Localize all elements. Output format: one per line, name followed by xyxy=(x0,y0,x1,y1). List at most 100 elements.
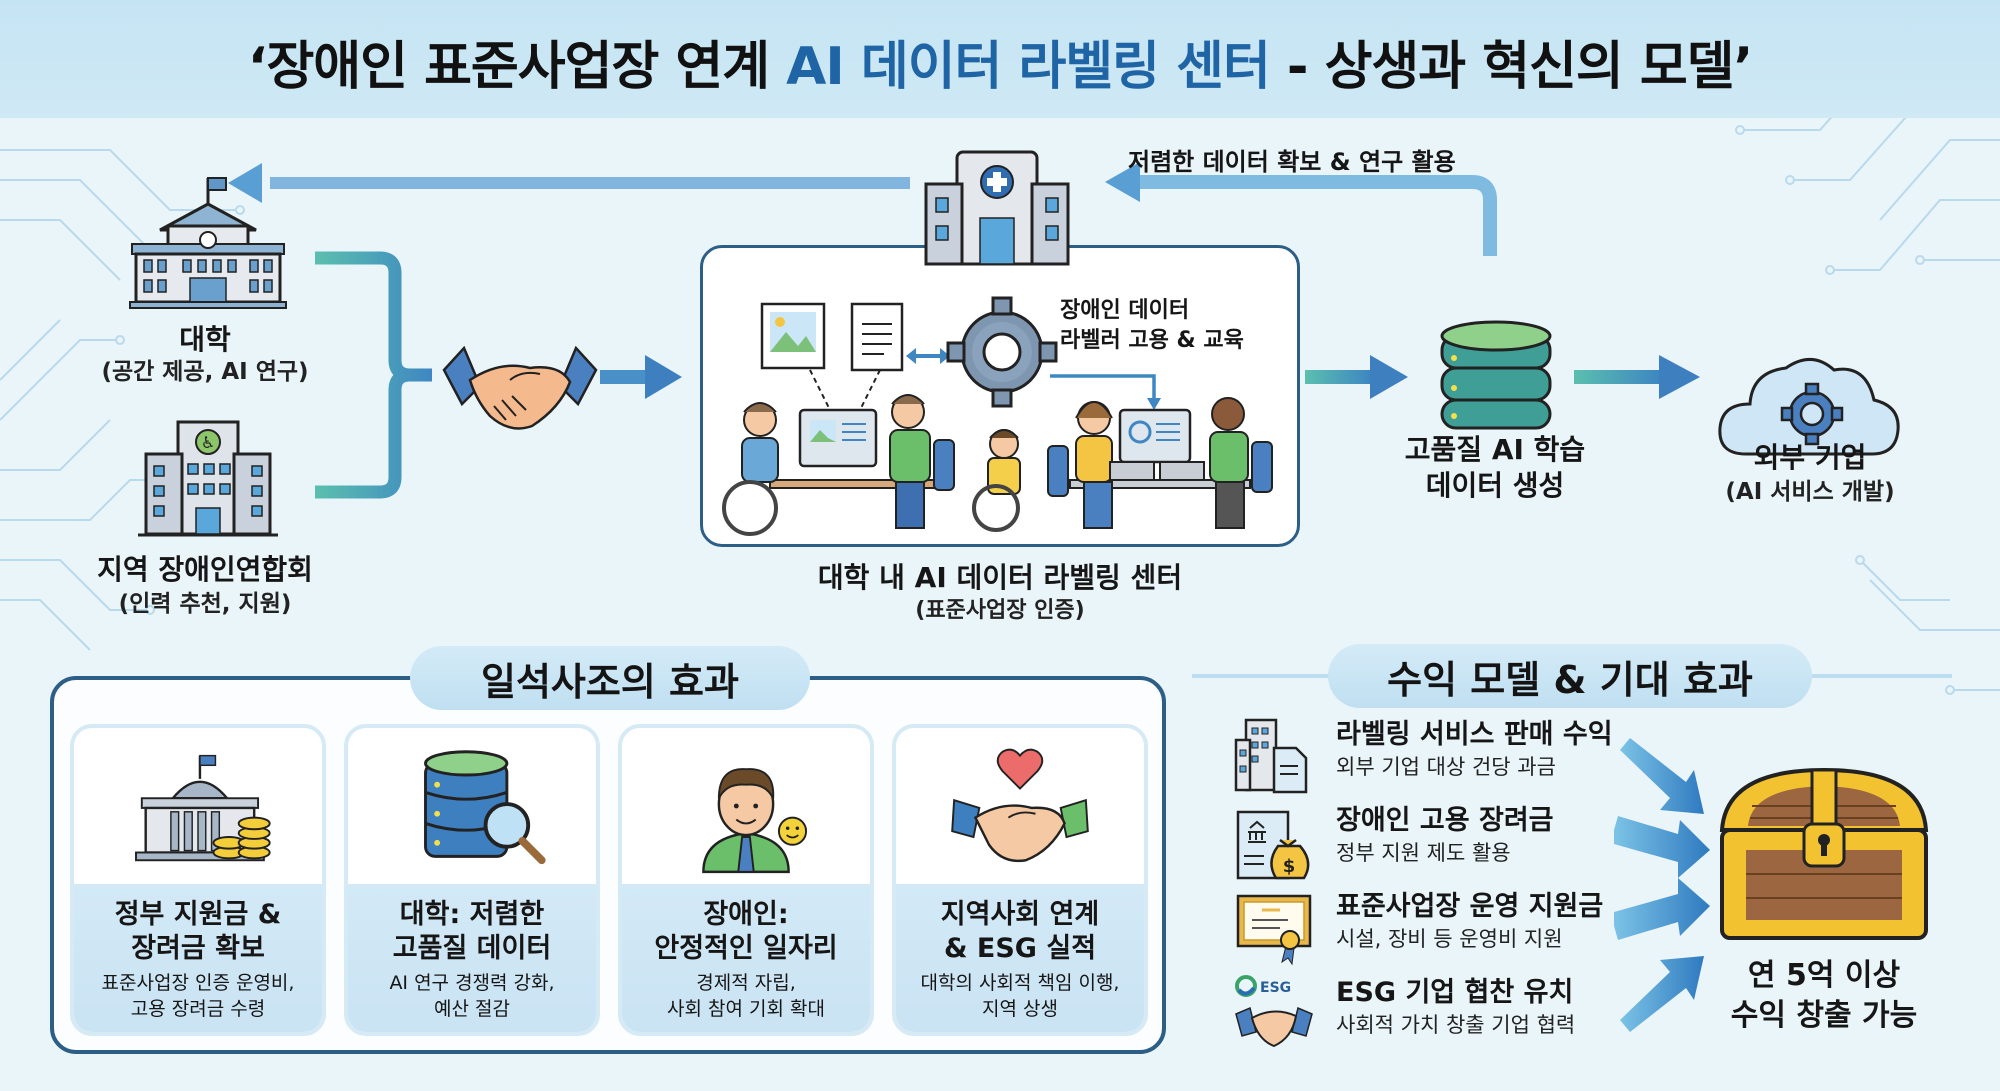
benefit-text: 정부 지원금 &장려금 확보 표준사업장 인증 운영비, 고용 장려금 수령 xyxy=(74,884,322,1032)
center-sub: (표준사업장 인증) xyxy=(915,598,1085,623)
benefit-desc: 표준사업장 인증 운영비, 고용 장려금 수령 xyxy=(74,970,322,1022)
labeler-note-line1: 장애인 데이터 xyxy=(1060,298,1190,323)
partner-bracket xyxy=(315,251,432,499)
title-banner xyxy=(0,0,2000,118)
association-building-icon: ♿ xyxy=(138,420,278,537)
page-title: ‘장애인 표준사업장 연계 AI 데이터 라벨링 센터 - 상생과 혁신의 모델… xyxy=(0,24,2000,99)
database-icon xyxy=(1440,320,1552,430)
to-company-arrowhead xyxy=(1659,355,1700,399)
title-part-1: ‘장애인 표준사업장 연계 xyxy=(247,37,787,97)
arrow-2 xyxy=(1614,816,1710,878)
company-label: 외부 기업 xyxy=(1753,441,1867,474)
to-data-arrowhead xyxy=(1370,355,1408,399)
association-sub: (인력 추천, 지원) xyxy=(118,591,292,617)
esg-handshake-icon: ESG xyxy=(1235,975,1313,1048)
benefit-title-line1: 대학: 저렴한 xyxy=(399,899,545,930)
university-building-icon xyxy=(129,177,287,309)
university-sub: (공간 제공, AI 연구) xyxy=(101,359,309,385)
to-center-arrowhead xyxy=(645,355,682,399)
benefit-title-line2: & ESG 실적 xyxy=(943,933,1097,964)
feedback-line-left xyxy=(270,177,910,189)
labeler-note: 장애인 데이터 라벨러 고용 & 교육 xyxy=(1060,296,1280,356)
center-building-icon xyxy=(924,150,1070,266)
benefit-card: 장애인:안정적인 일자리 경제적 자립, 사회 참여 기회 확대 xyxy=(618,724,874,1036)
benefit-desc-line1: AI 연구 경쟁력 강화, xyxy=(389,972,555,994)
svg-text:$: $ xyxy=(1283,856,1296,877)
revenue-heading: 수익 모델 & 기대 효과 xyxy=(1328,644,1812,708)
benefit-card: 정부 지원금 &장려금 확보 표준사업장 인증 운영비, 고용 장려금 수령 xyxy=(70,724,326,1036)
benefit-text: 지역사회 연계& ESG 실적 대학의 사회적 책임 이행, 지역 상생 xyxy=(896,884,1144,1032)
revenue-item: 장애인 고용 장려금 정부 지원 제도 활용 xyxy=(1336,804,1554,868)
building-document-icon xyxy=(1234,718,1308,794)
benefit-desc-line1: 대학의 사회적 책임 이행, xyxy=(920,972,1120,994)
revenue-item-title: 표준사업장 운영 지원금 xyxy=(1336,891,1604,922)
revenue-item-desc: 시설, 장비 등 운영비 지원 xyxy=(1336,927,1563,951)
benefit-text: 장애인:안정적인 일자리 경제적 자립, 사회 참여 기회 확대 xyxy=(622,884,870,1032)
arrow-3 xyxy=(1614,878,1710,940)
revenue-item-desc: 사회적 가치 창출 기업 협력 xyxy=(1336,1013,1576,1037)
feedback-label: 저렴한 데이터 확보 & 연구 활용 xyxy=(1128,148,1456,176)
benefit-title-line2: 안정적인 일자리 xyxy=(654,933,838,964)
benefit-title: 정부 지원금 &장려금 확보 xyxy=(74,898,322,966)
labeling-team-illustration xyxy=(722,296,1273,536)
benefit-desc-line2: 고용 장려금 수령 xyxy=(130,998,266,1020)
benefit-desc: 대학의 사회적 책임 이행, 지역 상생 xyxy=(896,970,1144,1022)
handshake-heart-icon xyxy=(951,748,1089,863)
benefit-title-line2: 장려금 확보 xyxy=(131,933,265,964)
benefits-heading: 일석사조의 효과 xyxy=(410,646,810,710)
happy-worker-icon xyxy=(702,768,808,874)
labeler-note-line2: 라벨러 고용 & 교육 xyxy=(1060,328,1244,353)
benefit-desc-line2: 사회 참여 기회 확대 xyxy=(667,998,825,1020)
feedback-arrowhead-right xyxy=(1105,162,1140,202)
benefit-desc: 경제적 자립, 사회 참여 기회 확대 xyxy=(622,970,870,1022)
svg-text:♿: ♿ xyxy=(201,433,215,452)
title-part-2: - 상생과 혁신의 모델’ xyxy=(1269,37,1753,97)
treasure-chest-icon xyxy=(1719,767,1929,940)
database-search-icon xyxy=(424,750,546,865)
revenue-arrows xyxy=(1614,738,1710,1032)
document-icon xyxy=(850,302,904,372)
revenue-result-line2: 수익 창출 가능 xyxy=(1730,998,1918,1033)
revenue-item-title: 장애인 고용 장려금 xyxy=(1336,805,1554,836)
feedback-line xyxy=(1140,175,1497,256)
benefit-desc-line1: 표준사업장 인증 운영비, xyxy=(101,972,295,994)
cloud-gear-icon xyxy=(1718,358,1900,456)
revenue-result: 연 5억 이상 수익 창출 가능 xyxy=(1696,956,1952,1036)
arrow-4 xyxy=(1620,956,1704,1032)
company-sub: (AI 서비스 개발) xyxy=(1725,479,1895,505)
benefit-desc-line2: 지역 상생 xyxy=(982,998,1058,1020)
money-bag-document-icon: $ xyxy=(1236,810,1310,880)
revenue-item-desc: 정부 지원 제도 활용 xyxy=(1336,841,1511,865)
arrow-1 xyxy=(1620,738,1704,814)
handshake-icon xyxy=(442,345,598,430)
benefit-title-line1: 장애인: xyxy=(703,899,789,930)
university-label: 대학 xyxy=(179,323,231,356)
revenue-item: 표준사업장 운영 지원금 시설, 장비 등 운영비 지원 xyxy=(1336,890,1603,954)
benefit-desc: AI 연구 경쟁력 강화, 예산 절감 xyxy=(348,970,596,1022)
revenue-item-title: 라벨링 서비스 판매 수익 xyxy=(1336,719,1613,750)
benefit-title: 지역사회 연계& ESG 실적 xyxy=(896,898,1144,966)
revenue-item-title: ESG 기업 협찬 유치 xyxy=(1336,977,1574,1008)
government-coins-icon xyxy=(135,754,271,862)
benefit-title-line1: 지역사회 연계 xyxy=(940,899,1100,930)
flow-arrows xyxy=(228,162,1700,499)
benefit-title: 장애인:안정적인 일자리 xyxy=(622,898,870,966)
association-label: 지역 장애인연합회 xyxy=(97,553,313,586)
revenue-item-desc: 외부 기업 대상 건당 과금 xyxy=(1336,755,1556,779)
center-label: 대학 내 AI 데이터 라벨링 센터 xyxy=(817,561,1183,594)
revenue-item: ESG 기업 협찬 유치 사회적 가치 창출 기업 협력 xyxy=(1336,976,1575,1040)
benefit-title-line1: 정부 지원금 & xyxy=(114,899,282,930)
data-label: 고품질 AI 학습 데이터 생성 xyxy=(1370,432,1620,504)
benefit-desc-line1: 경제적 자립, xyxy=(696,972,796,994)
revenue-item: 라벨링 서비스 판매 수익 외부 기업 대상 건당 과금 xyxy=(1336,718,1613,782)
revenue-result-line1: 연 5억 이상 xyxy=(1747,958,1901,993)
data-label-line1: 고품질 AI 학습 xyxy=(1404,433,1586,466)
certificate-icon xyxy=(1236,894,1312,966)
benefit-title-line2: 고품질 데이터 xyxy=(392,933,552,964)
esg-badge: ESG xyxy=(1260,980,1291,996)
benefit-desc-line2: 예산 절감 xyxy=(434,998,510,1020)
benefit-card: 지역사회 연계& ESG 실적 대학의 사회적 책임 이행, 지역 상생 xyxy=(892,724,1148,1036)
